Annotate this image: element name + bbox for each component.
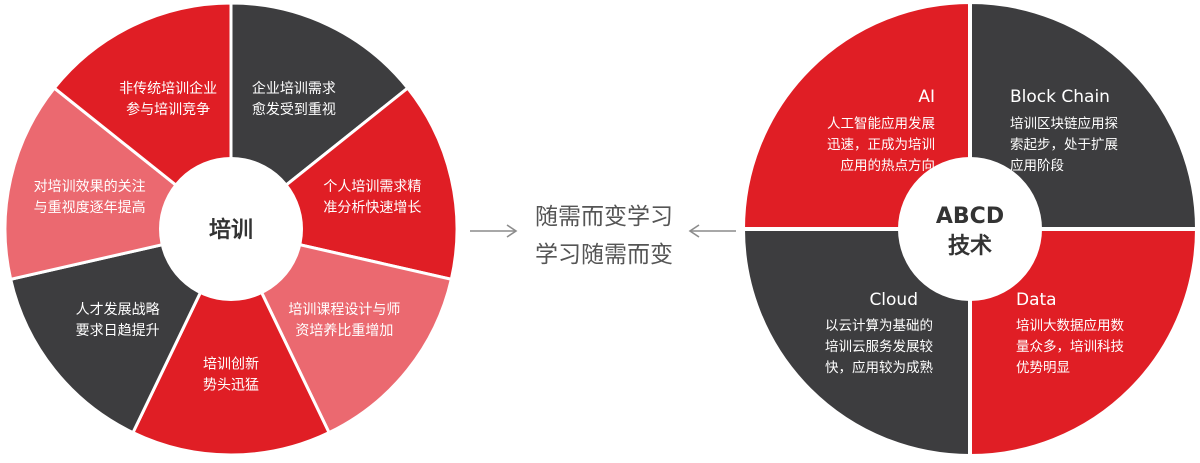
right-wheel-quadrant-4-body-line-2: 培训云服务发展较 — [825, 339, 933, 355]
right-wheel-quadrant-1-body-line-1: 人工智能应用发展 — [827, 115, 935, 132]
left-wheel-segment-5 — [8, 226, 234, 435]
right-wheel-quadrant-1-body-line-3: 应用的热点方向 — [841, 157, 936, 174]
right-wheel-hub — [898, 157, 1042, 301]
right-wheel-quadrant-3-title: Data — [1016, 290, 1057, 310]
right-wheel-quadrant-3-body-line-2: 量众多，培训科技 — [1016, 338, 1124, 355]
right-wheel-quadrant-4 — [740, 227, 972, 459]
left-wheel-segment-4-line-1: 培训创新 — [203, 357, 259, 373]
right-wheel-quadrant-3-body-line-3: 优势明显 — [1016, 360, 1070, 376]
left-arrow-head — [688, 224, 700, 238]
middle-area: 随需而变学习 学习随需而变 — [470, 204, 736, 268]
middle-text-line1: 随需而变学习 — [535, 204, 673, 230]
right-wheel-quadrant-2 — [968, 0, 1200, 231]
left-wheel-segment-1-line-2: 愈发受到重视 — [252, 102, 336, 118]
right-wheel-quadrant-1-body-line-2: 迅速，正成为培训 — [827, 137, 935, 153]
right-wheel-quadrant-4-body-line-3: 快，应用较为成熟 — [825, 359, 933, 376]
left-wheel-segment-6-line-2: 与重视度逐年提高 — [34, 199, 146, 216]
left-wheel-segment-3-line-2: 资培养比重增加 — [295, 323, 393, 339]
left-wheel-segment-2-line-2: 准分析快速增长 — [323, 200, 421, 216]
right-wheel-quadrant-3 — [968, 227, 1200, 459]
right-wheel-quadrant-4-title: Cloud — [869, 290, 918, 310]
right-wheel-center-line-1: ABCD — [936, 204, 1004, 229]
left-wheel-segment-5-line-2: 要求日趋提升 — [76, 323, 160, 339]
left-wheel-center-label: 培训 — [209, 217, 253, 243]
left-wheel-segment-7-line-2: 参与培训竞争 — [126, 101, 210, 118]
right-wheel-center-line-2: 技术 — [948, 234, 992, 259]
left-wheel-segment-4-line-2: 势头迅猛 — [203, 378, 259, 394]
left-wheel-segment-1-line-1: 企业培训需求 — [252, 80, 336, 97]
left-wheel-segment-4 — [130, 225, 332, 457]
right-wheel-quadrant-2-title: Block Chain — [1010, 87, 1110, 107]
right-wheel-quadrant-4-body-line-1: 以云计算为基础的 — [825, 317, 933, 334]
left-wheel-segment-2-line-1: 个人培训需求精 — [323, 179, 421, 195]
left-wheel-segment-3-line-1: 培训课程设计与师 — [288, 302, 400, 318]
right-wheel-quadrant-3-body-line-1: 培训大数据应用数 — [1016, 317, 1124, 334]
left-wheel-segment-7-line-1: 非传统培训企业 — [119, 80, 217, 97]
right-wheel-quadrant-2-body-line-1: 培训区块链应用探 — [1010, 115, 1118, 132]
left-wheel-segment-6-line-1: 对培训效果的关注 — [34, 179, 146, 195]
right-wheel-quadrant-2-body-line-3: 应用阶段 — [1010, 157, 1064, 174]
right-wheel-quadrant-1-title: AI — [918, 87, 935, 107]
right-arrow-head — [506, 224, 518, 238]
left-wheel-hub — [159, 157, 303, 301]
left-wheel-segment-3 — [228, 226, 454, 435]
left-wheel-segment-5-line-1: 人才发展战略 — [76, 302, 160, 318]
right-wheel-quadrant-1 — [740, 0, 972, 231]
right-wheel-quadrant-2-body-line-2: 索起步，处于扩展 — [1010, 137, 1118, 153]
middle-text-line2: 学习随需而变 — [535, 242, 673, 268]
left-wheel: 企业培训需求愈发受到重视个人培训需求精准分析快速增长培训课程设计与师资培养比重增… — [3, 1, 459, 457]
